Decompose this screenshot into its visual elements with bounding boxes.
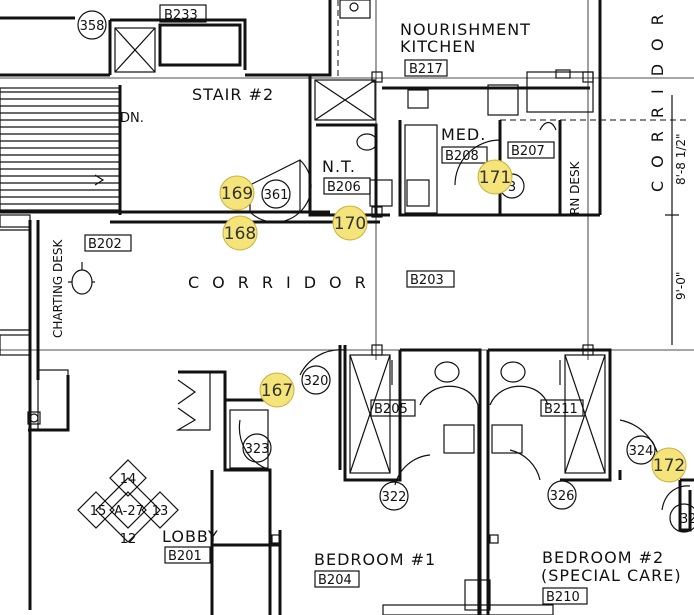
b205-room-number: B205	[374, 402, 408, 417]
grid-key-left-label: 15	[90, 504, 107, 519]
svg-text:171: 171	[479, 168, 511, 188]
marker-168[interactable]: 168	[222, 215, 258, 251]
grid-key-center-label: A-27	[114, 504, 144, 519]
svg-text:168: 168	[224, 224, 256, 244]
b207-box	[507, 141, 555, 159]
lobby-label: LOBBY	[162, 527, 219, 546]
b211-room-number: B211	[544, 402, 578, 417]
med-room-number: B208	[445, 149, 479, 164]
svg-text:170: 170	[334, 214, 366, 234]
door-tag-circle	[626, 435, 656, 465]
room-b233	[0, 0, 371, 77]
room-labels: NOURISHMENT KITCHEN B217 B233 STAIR #2 D…	[51, 1, 682, 605]
b202-room-number: B202	[88, 237, 122, 252]
grid-key: 14 15 A-27 13 12	[77, 459, 179, 547]
b233-room-number: B233	[164, 8, 198, 23]
grid-key-top-label: 14	[120, 472, 137, 487]
door-tag-358: 358	[80, 19, 105, 34]
grid-key-left	[77, 491, 115, 529]
marker-169[interactable]: 169	[219, 175, 255, 211]
b233-box	[159, 4, 207, 23]
b206-box	[323, 177, 371, 195]
dn-label: DN.	[120, 111, 144, 126]
b203-box	[406, 270, 455, 288]
marker-171[interactable]: 171	[477, 159, 513, 195]
door-tag-circle	[77, 10, 107, 40]
grid-key-right	[141, 491, 179, 529]
corridor-label: CORRIDOR	[188, 273, 379, 292]
nt-label: N.T.	[322, 157, 356, 176]
bedroom1-room-number: B204	[318, 573, 352, 588]
door-tag-361: 361	[264, 188, 289, 203]
marker-172[interactable]: 172	[651, 447, 687, 483]
grid-key-bottom-label: 12	[120, 532, 137, 547]
door-tag-fragment: 3	[508, 180, 516, 195]
door-tag-circle	[301, 365, 331, 395]
door-tag-circle	[379, 481, 409, 511]
upper-center-walls	[308, 0, 602, 218]
lower-walls	[175, 344, 694, 615]
b201-box	[164, 546, 211, 564]
dimension-upper: 8'-8 1/2"	[674, 133, 688, 185]
nourishment-label: NOURISHMENT	[400, 20, 531, 39]
b205-box	[370, 399, 416, 417]
b210-box	[542, 587, 588, 605]
b204-box	[314, 570, 360, 588]
marker-167[interactable]: 167	[259, 372, 295, 408]
door-tag-327: 327	[680, 512, 694, 527]
charting-desk-label: CHARTING DESK	[51, 239, 65, 338]
door-tag-323: 323	[245, 442, 270, 457]
door-swings	[238, 139, 661, 486]
bedroom2-sub-label: (SPECIAL CARE)	[541, 566, 682, 585]
door-tag-circle	[669, 503, 694, 533]
yellow-markers: 169 168 170 171 167 172	[219, 159, 687, 483]
door-tag-324: 324	[629, 444, 654, 459]
stair-2	[0, 85, 122, 215]
b217-box	[404, 59, 448, 77]
door-tag-326: 326	[550, 489, 575, 504]
door-tag-circle	[242, 433, 272, 463]
bedroom2-room-number: B210	[546, 590, 580, 605]
svg-text:169: 169	[221, 184, 253, 204]
kitchen-label: KITCHEN	[400, 37, 476, 56]
rn-desk-label: RN DESK	[568, 160, 582, 215]
dimension-lower: 9'-0"	[674, 272, 688, 300]
bedroom1-label: BEDROOM #1	[314, 550, 436, 569]
b207-room-number: B207	[511, 144, 545, 159]
b211-box	[540, 399, 584, 417]
bedroom2-label: BEDROOM #2	[542, 548, 664, 567]
lobby-room-number: B201	[168, 549, 202, 564]
svg-text:167: 167	[261, 381, 293, 401]
grid-key-top	[109, 459, 147, 497]
stair-label: STAIR #2	[192, 85, 274, 104]
nt-room-number: B206	[327, 180, 361, 195]
b202-box	[84, 234, 132, 252]
b208-box	[441, 146, 488, 164]
corridor-right-label: CORRIDOR	[648, 1, 667, 192]
grid-key-bottom	[109, 491, 147, 529]
grid-key-center	[95, 477, 161, 543]
door-tag-320: 320	[304, 374, 329, 389]
dimension-lines: 8'-8 1/2" 9'-0"	[665, 95, 688, 345]
grid-key-right-label: 13	[152, 504, 169, 519]
marker-170[interactable]: 170	[332, 205, 368, 241]
corridor-room-number: B203	[410, 273, 444, 288]
door-tags: 358 361 320 323 322 326 324 327 3	[77, 10, 694, 533]
nourishment-room-number: B217	[409, 62, 443, 77]
med-label: MED.	[441, 125, 486, 144]
door-tag-circle	[547, 480, 577, 510]
door-tag-322: 322	[382, 490, 407, 505]
svg-text:172: 172	[653, 456, 685, 476]
door-tag-circle	[261, 179, 291, 209]
